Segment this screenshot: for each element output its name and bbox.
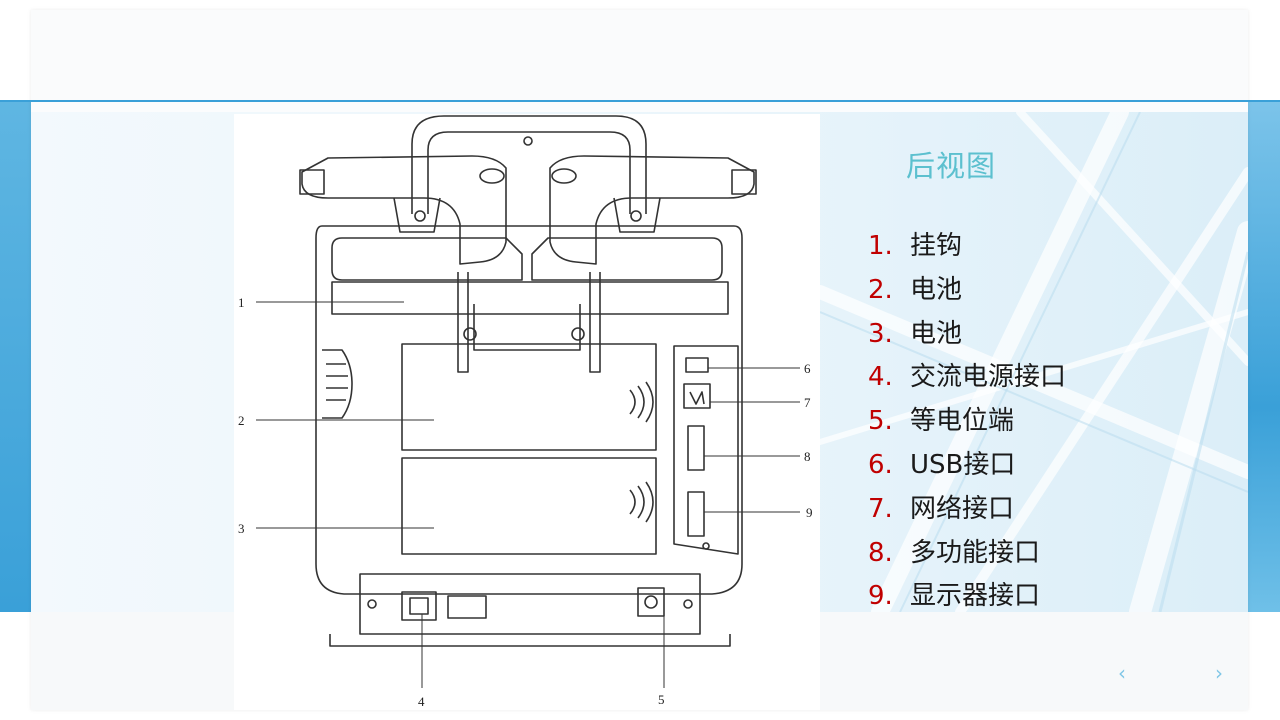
component-legend-list: 1. 挂钩 2. 电池 3. 电池 4. 交流电源接口 5. 等电位端 6. USB接口 7… — [868, 226, 1066, 620]
legend-label: 多功能接口 — [910, 537, 1041, 568]
next-slide-button[interactable]: › — [1215, 661, 1223, 685]
legend-item: 4. 交流电源接口 — [868, 357, 1066, 401]
legend-item: 7. 网络接口 — [868, 489, 1066, 533]
legend-item: 3. 电池 — [868, 314, 1066, 358]
prev-slide-button[interactable]: ‹ — [1118, 661, 1126, 685]
legend-label: 电池 — [910, 318, 963, 349]
legend-number: 3. — [868, 318, 893, 349]
legend-label: 挂钩 — [910, 231, 963, 261]
callout-6: 6 — [804, 361, 811, 376]
legend-item: 1. 挂钩 — [868, 226, 1066, 270]
callout-1: 1 — [238, 295, 245, 310]
legend-number: 4. — [868, 362, 893, 393]
legend-label: 网络接口 — [910, 493, 1015, 524]
legend-number: 7. — [868, 493, 893, 524]
device-line-drawing: 1 2 3 4 5 6 7 8 9 — [238, 115, 813, 709]
callout-7: 7 — [804, 395, 811, 410]
legend-item: 6. USB接口 — [868, 445, 1066, 489]
legend-item: 5. 等电位端 — [868, 401, 1066, 445]
callout-4: 4 — [418, 694, 425, 709]
device-rear-view-figure: 1 2 3 4 5 6 7 8 9 — [234, 114, 820, 710]
callout-2: 2 — [238, 413, 245, 428]
chevron-right-icon: › — [1215, 661, 1223, 685]
callout-9: 9 — [806, 505, 813, 520]
callout-5: 5 — [658, 692, 665, 707]
callout-8: 8 — [804, 449, 811, 464]
legend-label: 交流电源接口 — [910, 362, 1067, 393]
decorative-molecule-background — [820, 112, 1248, 612]
slide-title: 后视图 — [906, 149, 997, 183]
callout-3: 3 — [238, 521, 245, 536]
legend-label: 显示器接口 — [910, 581, 1041, 612]
left-accent-band — [0, 100, 31, 612]
legend-number: 1. — [868, 231, 893, 261]
legend-item: 8. 多功能接口 — [868, 533, 1066, 577]
chevron-left-icon: ‹ — [1118, 661, 1126, 685]
right-accent-band — [1248, 100, 1280, 612]
legend-label: 电池 — [910, 274, 963, 305]
header-divider-line — [0, 100, 1280, 102]
slide-header-area — [31, 10, 1248, 100]
legend-item: 2. 电池 — [868, 270, 1066, 314]
legend-label: 等电位端 — [910, 406, 1015, 437]
legend-number: 2. — [868, 274, 893, 305]
legend-number: 5. — [868, 406, 893, 437]
legend-number: 8. — [868, 537, 893, 568]
legend-item: 9. 显示器接口 — [868, 576, 1066, 620]
legend-label: USB接口 — [910, 449, 1016, 480]
legend-number: 9. — [868, 581, 893, 612]
legend-number: 6. — [868, 449, 893, 480]
